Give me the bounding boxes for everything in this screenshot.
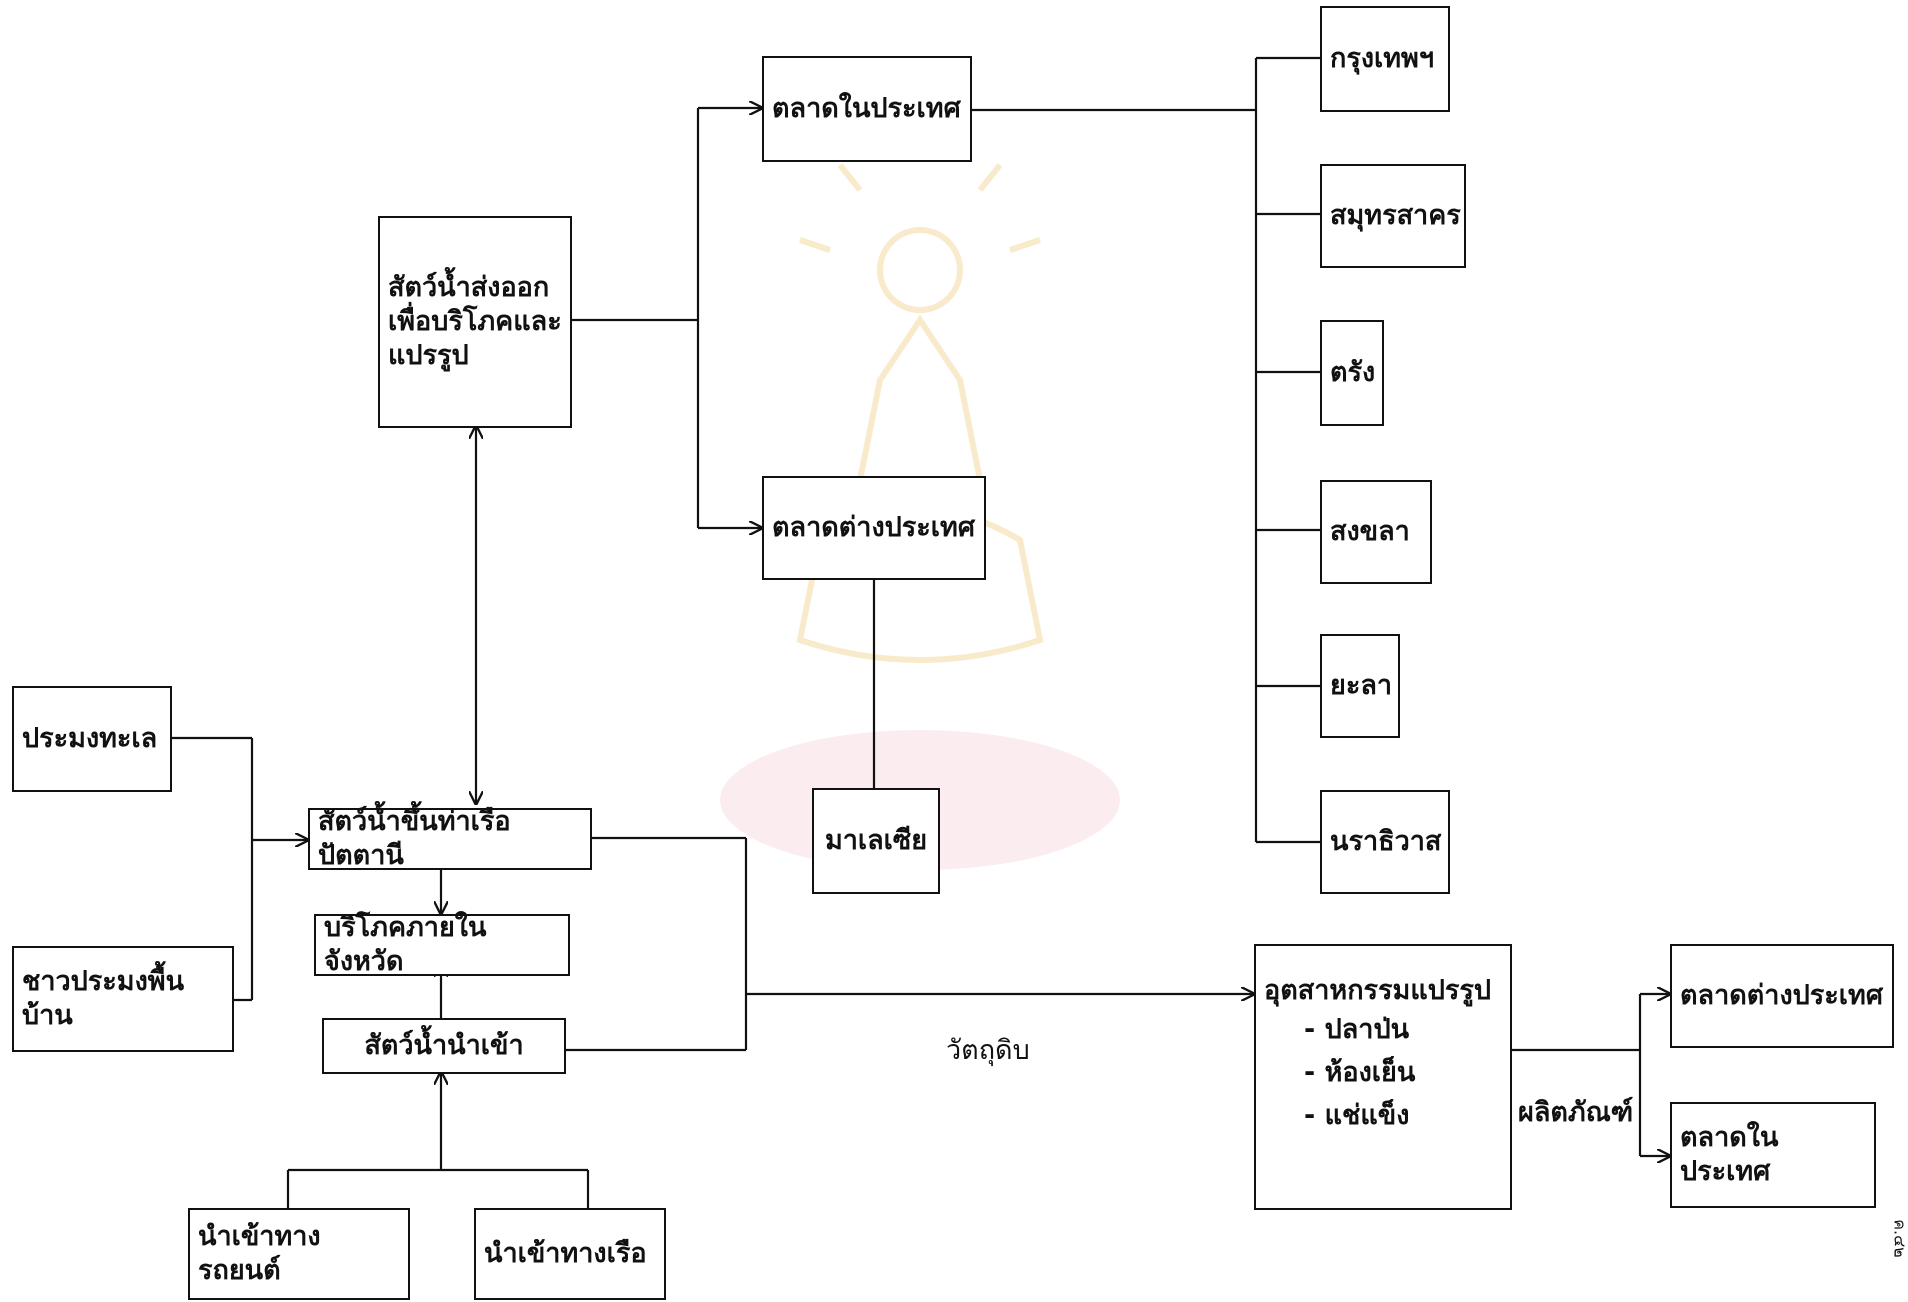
node-label: มาเลเซีย xyxy=(824,825,928,857)
node-label: ตลาดในประเทศ xyxy=(1680,1122,1779,1187)
node-label: บริโภคภายในจังหวัด xyxy=(324,912,487,977)
node-imported: สัตว์น้ำนำเข้า xyxy=(322,1018,566,1074)
node-label: สมุทรสาคร xyxy=(1330,200,1461,232)
node-domestic-market-2: ตลาดในประเทศ xyxy=(1670,1102,1876,1208)
node-local-fishermen: ชาวประมงพื้นบ้าน xyxy=(12,946,234,1052)
node-domestic-market: ตลาดในประเทศ xyxy=(762,56,972,162)
node-import-boat: นำเข้าทางเรือ xyxy=(474,1208,666,1300)
node-malaysia: มาเลเซีย xyxy=(812,788,940,894)
node-yala: ยะลา xyxy=(1320,634,1400,738)
node-import-truck: นำเข้าทางรถยนต์ xyxy=(188,1208,410,1300)
edge-label-raw-material: วัตถุดิบ xyxy=(946,1035,1030,1066)
node-label: สงขลา xyxy=(1330,516,1410,548)
node-label-line-2: เพื่อบริโภคและ xyxy=(388,306,562,338)
node-label: นำเข้าทางเรือ xyxy=(484,1238,647,1270)
node-label: นำเข้าทางรถยนต์ xyxy=(198,1221,321,1286)
industry-item-fishmeal: - ปลาป่น xyxy=(1304,1013,1410,1045)
node-label: นราธิวาส xyxy=(1330,826,1442,858)
edge-label-products: ผลิตภัณฑ์ xyxy=(1518,1097,1634,1128)
node-label-line-3: แปรรูป xyxy=(388,339,469,371)
node-label: ยะลา xyxy=(1330,670,1393,702)
node-label: กรุงเทพฯ xyxy=(1330,43,1435,75)
node-local-consumption: บริโภคภายในจังหวัด xyxy=(314,912,570,977)
node-label: ตลาดต่างประเทศ xyxy=(1680,980,1883,1012)
node-label: ตลาดต่างประเทศ xyxy=(772,512,975,544)
node-sea-fishery: ประมงทะเล xyxy=(12,686,172,792)
node-label-line-1: สัตว์น้ำส่งออก xyxy=(388,272,550,304)
node-export: สัตว์น้ำส่งออก เพื่อบริโภคและ แปรรูป xyxy=(378,216,572,428)
node-label: อุตสาหกรรมแปรรูป xyxy=(1264,975,1492,1006)
industry-item-frozen: - แช่แข็ง xyxy=(1304,1100,1410,1132)
node-label: สัตว์น้ำนำเข้า xyxy=(364,1030,524,1062)
node-foreign-market: ตลาดต่างประเทศ xyxy=(762,476,986,580)
node-foreign-market-2: ตลาดต่างประเทศ xyxy=(1670,944,1894,1048)
node-label: ตรัง xyxy=(1330,357,1376,389)
node-landing-pattani: สัตว์น้ำขึ้นท่าเรือปัตตานี xyxy=(308,806,592,871)
node-label: ชาวประมงพื้นบ้าน xyxy=(22,966,185,1031)
node-samut-sakhon: สมุทรสาคร xyxy=(1320,164,1466,268)
node-bangkok: กรุงเทพฯ xyxy=(1320,6,1450,112)
industry-item-cold-storage: - ห้องเย็น xyxy=(1304,1056,1416,1088)
page-stamp: ค.๔๒ xyxy=(1890,1219,1908,1258)
node-songkhla: สงขลา xyxy=(1320,480,1432,584)
node-label: สัตว์น้ำขึ้นท่าเรือปัตตานี xyxy=(318,806,511,871)
node-label: ตลาดในประเทศ xyxy=(772,93,961,125)
node-narathiwat: นราธิวาส xyxy=(1320,790,1450,894)
node-label: ประมงทะเล xyxy=(22,723,158,755)
node-processing-industry: อุตสาหกรรมแปรรูป - ปลาป่น - ห้องเย็น - แ… xyxy=(1254,944,1512,1210)
node-trang: ตรัง xyxy=(1320,320,1384,426)
